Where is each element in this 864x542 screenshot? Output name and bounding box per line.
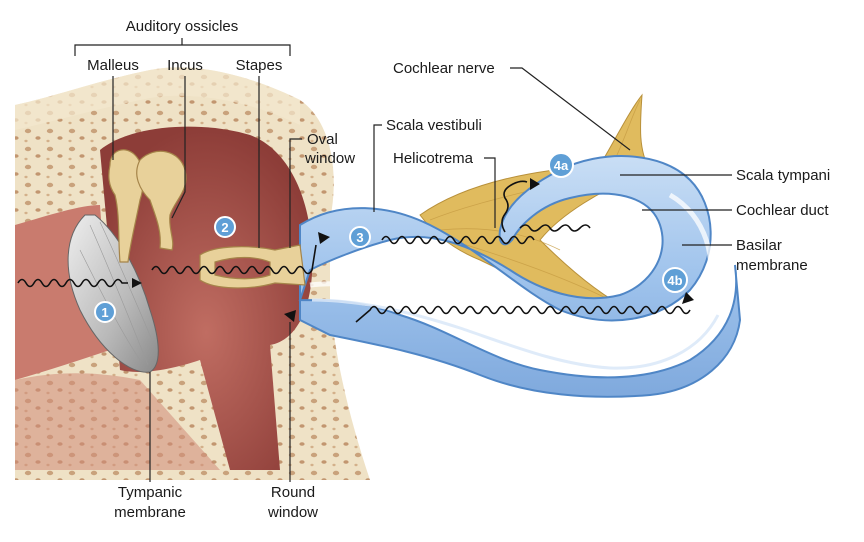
leader-oval-window <box>289 138 302 248</box>
wave-arrow-4a <box>530 178 540 190</box>
label-tympanic-membrane-2: membrane <box>114 504 186 521</box>
incus <box>136 150 187 251</box>
bone-upper-band <box>15 67 300 130</box>
step-3-marker: 3 <box>349 226 371 248</box>
label-cochlear-nerve: Cochlear nerve <box>393 60 495 77</box>
leader-helicotrema <box>484 157 496 228</box>
label-basilar-membrane-2: membrane <box>736 257 808 274</box>
step-1-label: 1 <box>101 305 108 320</box>
leader-cochlear-nerve <box>510 67 631 151</box>
label-tympanic-membrane-1: Tympanic <box>118 484 183 501</box>
label-oval-window-2: window <box>304 150 355 167</box>
cochlear-duct <box>309 192 714 354</box>
basilar-membrane <box>311 298 720 370</box>
step-4b-marker: 4b <box>662 267 688 293</box>
leader-scala-vestibuli <box>373 124 382 212</box>
wave-scala-tympani <box>355 305 691 323</box>
step-4a-label: 4a <box>554 158 569 173</box>
wave-outer-ear <box>17 278 128 288</box>
label-scala-tympani: Scala tympani <box>736 167 830 184</box>
wave-inner-coil <box>519 224 591 232</box>
step-1-marker: 1 <box>94 301 116 323</box>
wave-helicotrema <box>501 180 528 233</box>
step-2-marker: 2 <box>214 216 236 238</box>
wave-middle-ear <box>151 244 317 275</box>
label-stapes: Stapes <box>236 57 283 74</box>
malleus <box>108 149 144 263</box>
label-round-window-1: Round <box>271 484 315 501</box>
leader-incus <box>171 76 186 219</box>
wave-arrow-round <box>284 310 296 322</box>
wave-scala-vestibuli <box>381 235 535 245</box>
stapes <box>199 244 306 289</box>
label-auditory-ossicles: Auditory ossicles <box>126 18 239 35</box>
label-incus: Incus <box>167 57 203 74</box>
step-4a-marker: 4a <box>548 152 574 178</box>
label-cochlear-duct: Cochlear duct <box>736 202 829 219</box>
step-4b-label: 4b <box>667 273 682 288</box>
wave-arrow-4b <box>682 292 694 304</box>
ear-canal-lower <box>15 373 220 470</box>
wave-arrow-2 <box>318 232 330 244</box>
cochlea-tube <box>298 155 742 398</box>
step-3-label: 3 <box>356 230 363 245</box>
ossicles-bracket <box>74 38 291 56</box>
label-basilar-membrane-1: Basilar <box>736 237 782 254</box>
label-malleus: Malleus <box>87 57 139 74</box>
label-helicotrema: Helicotrema <box>393 150 474 167</box>
label-scala-vestibuli: Scala vestibuli <box>386 117 482 134</box>
wave-arrow-1 <box>132 278 142 288</box>
step-2-label: 2 <box>221 220 228 235</box>
label-round-window-2: window <box>267 504 318 521</box>
label-oval-window-1: Oval <box>307 131 338 148</box>
